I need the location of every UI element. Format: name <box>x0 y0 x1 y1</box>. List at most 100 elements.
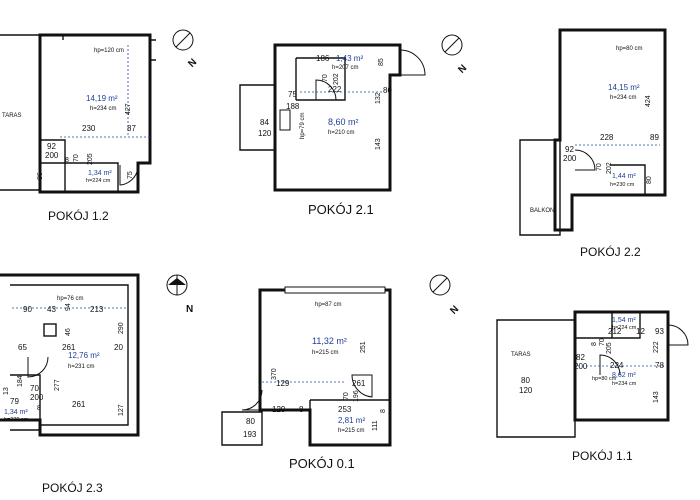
dim-277: 277 <box>54 379 61 391</box>
dim-205: 205 <box>606 342 613 354</box>
dim-228: 228 <box>600 133 614 142</box>
north-arrow-icon: N <box>172 29 199 70</box>
balcony-label: BALKON <box>530 208 554 214</box>
subroom-area: 1,54 m² <box>612 317 636 324</box>
dim-8: 8 <box>591 342 598 346</box>
dim-8: 8 <box>65 157 69 164</box>
subroom-area: 1,43 m² <box>336 54 363 63</box>
dim-43: 43 <box>47 305 56 314</box>
room-area: 8,60 m² <box>328 117 359 127</box>
dim-70: 70 <box>322 74 329 82</box>
dim-65: 65 <box>18 343 27 352</box>
terrace-label: TARAS <box>2 113 22 119</box>
dim-202: 202 <box>606 162 613 174</box>
hp-label: hp=79 cm <box>300 112 306 139</box>
dim-205: 205 <box>87 153 94 165</box>
dim-75: 75 <box>127 171 134 179</box>
dim-202: 202 <box>333 73 340 85</box>
room-title: POKÓJ 2.3 <box>42 480 103 495</box>
dim-200: 200 <box>30 393 44 402</box>
dim-46: 46 <box>65 328 72 336</box>
room-1-2: TARAS hp=120 cm 14,19 m² h=234 cm 427 23… <box>0 29 199 223</box>
dim-8: 8 <box>299 405 304 414</box>
dim-8: 8 <box>37 405 41 412</box>
room-area: 12,76 m² <box>68 351 100 360</box>
svg-text:N: N <box>448 304 461 317</box>
dim-87: 87 <box>127 124 136 133</box>
room-title: POKÓJ 2.2 <box>580 244 641 259</box>
dim-222: 222 <box>328 85 342 94</box>
room-2-1: 186 1,43 m² h=207 cm 85 70 202 222 75 18… <box>239 34 469 217</box>
dim-82: 82 <box>576 353 585 362</box>
dim-261: 261 <box>352 379 366 388</box>
dim-80: 80 <box>521 376 530 385</box>
room-area: 14,19 m² <box>86 94 118 103</box>
dim-20: 20 <box>114 343 123 352</box>
north-arrow-icon: N <box>441 34 469 76</box>
dim-370: 370 <box>271 368 278 380</box>
dim-92: 92 <box>47 142 56 151</box>
room-title: POKÓJ 1.1 <box>572 448 633 463</box>
hp-label: hp=80 cm <box>592 376 617 382</box>
subroom-area: 1,44 m² <box>612 173 636 180</box>
dim-80: 80 <box>646 176 653 184</box>
dim-120: 120 <box>519 386 533 395</box>
svg-text:N: N <box>186 304 193 315</box>
room-area: 14,15 m² <box>608 83 640 92</box>
dim-230: 230 <box>82 124 96 133</box>
dim-127: 127 <box>118 404 125 416</box>
subroom-height: h=215 cm <box>338 428 365 434</box>
room-title: POKÓJ 0.1 <box>289 456 355 471</box>
room-height: h=234 cm <box>90 106 117 112</box>
dim-261: 261 <box>62 343 76 352</box>
dim-424: 424 <box>645 95 652 107</box>
subroom-height: h=224 cm <box>612 325 637 331</box>
subroom-area: 2,81 m² <box>338 416 365 425</box>
north-arrow-icon: N <box>429 274 461 317</box>
dim-212: 212 <box>608 327 622 336</box>
dim-129b: 129 <box>272 405 286 414</box>
dim-143: 143 <box>375 138 382 150</box>
room-area: 11,32 m² <box>312 336 347 346</box>
room-0-1: hp=87 cm 11,32 m² h=215 cm 251 370 129 2… <box>221 274 461 471</box>
dim-89: 89 <box>650 133 659 142</box>
dim-120: 120 <box>258 129 272 138</box>
hp-label: hp=80 cm <box>616 46 643 52</box>
room-title: POKÓJ 1.2 <box>48 208 109 223</box>
dim-261b: 261 <box>72 400 86 409</box>
subroom-height: h=207 cm <box>332 65 359 71</box>
dim-70: 70 <box>596 163 603 171</box>
subroom-height: h=230 cm <box>4 417 29 423</box>
dim-93: 93 <box>655 327 664 336</box>
room-height: h=231 cm <box>68 364 95 370</box>
dim-70: 70 <box>599 338 606 346</box>
dim-200: 200 <box>574 362 588 371</box>
dim-222: 222 <box>653 341 660 353</box>
room-height: h=234 cm <box>610 95 637 101</box>
dim-85: 85 <box>378 58 385 66</box>
room-1-1: TARAS 1,54 m² h=224 cm 212 12 93 70 205 … <box>496 310 689 463</box>
dim-132: 132 <box>375 92 382 104</box>
dim-184: 184 <box>17 375 24 387</box>
dim-129: 129 <box>276 379 290 388</box>
dim-92: 92 <box>565 145 574 154</box>
dim-193: 193 <box>243 430 257 439</box>
room-2-2: BALKON hp=80 cm 14,15 m² h=234 cm 424 22… <box>519 28 667 259</box>
dim-80: 80 <box>246 417 255 426</box>
dim-90: 90 <box>23 305 32 314</box>
room-height: h=210 cm <box>328 130 355 136</box>
room-title: POKÓJ 2.1 <box>308 202 374 217</box>
svg-text:N: N <box>456 63 469 76</box>
svg-text:N: N <box>186 57 199 70</box>
hp-label: hp=120 cm <box>94 48 124 54</box>
dim-75: 75 <box>288 90 297 99</box>
dim-86: 86 <box>37 172 44 180</box>
room-height: h=234 cm <box>612 381 637 387</box>
hp-label: hp=87 cm <box>315 302 342 308</box>
north-arrow-icon: N <box>166 274 193 315</box>
dim-213: 213 <box>90 305 104 314</box>
dim-200: 200 <box>563 154 577 163</box>
dim-111: 111 <box>372 420 379 431</box>
dim-8b: 8 <box>380 409 387 413</box>
